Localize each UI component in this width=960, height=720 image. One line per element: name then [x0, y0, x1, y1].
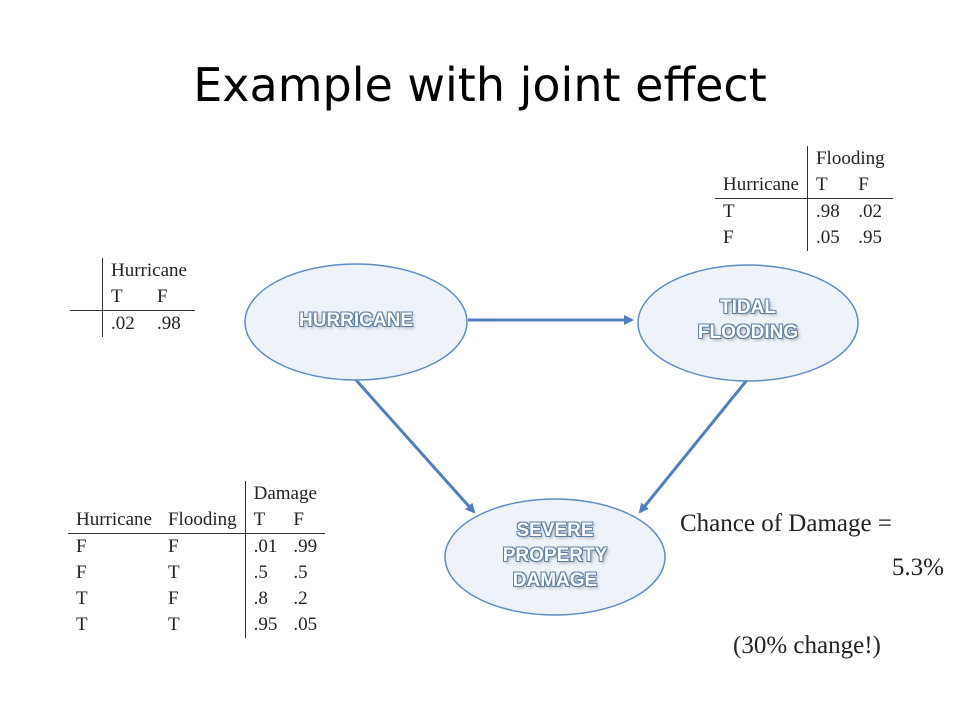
prob-cell: .5	[244, 560, 286, 586]
given-cell: F	[167, 588, 179, 609]
prob-cell: .95	[244, 612, 286, 638]
parent-label: Hurricane	[76, 509, 152, 530]
prob-cell: .05	[293, 614, 318, 635]
col-label: F	[157, 286, 168, 307]
result-label: Chance of Damage =	[680, 510, 892, 537]
col-label: T	[806, 172, 851, 199]
given-cell: T	[167, 562, 180, 583]
parent-label: Flooding	[167, 509, 237, 530]
prob-cell: .2	[293, 588, 308, 609]
prob-cell: .98	[149, 310, 195, 337]
slide-title: Example with joint effect	[193, 58, 767, 112]
prob-cell: .05	[806, 225, 851, 251]
prob-cell: .01	[244, 533, 286, 560]
prob-cell: .99	[285, 533, 326, 560]
given-cell: T	[76, 588, 88, 609]
given-cell: F	[68, 533, 160, 560]
cpt-header: Flooding	[806, 146, 893, 172]
given-cell: F	[76, 562, 87, 583]
given-cell: T	[76, 614, 88, 635]
node-severe-property-damage-label: SEVERE PROPERTY DAMAGE	[502, 520, 608, 591]
cpt-header: Damage	[244, 481, 326, 507]
edge-hurricane-to-damage	[354, 379, 476, 514]
node-hurricane	[244, 263, 468, 381]
given-cell: T	[715, 198, 808, 225]
result-value: 5.3%	[891, 554, 944, 581]
node-tidal-flooding-label: TIDAL FLOODING	[697, 297, 799, 343]
prob-cell: .8	[244, 586, 286, 612]
prob-cell: .02	[102, 310, 150, 337]
node-tidal-flooding	[637, 264, 859, 382]
prob-cell: .5	[293, 562, 308, 583]
parent-label: Hurricane	[723, 174, 799, 195]
col-label: F	[293, 509, 304, 530]
node-severe-property-damage	[444, 498, 666, 616]
col-label: T	[102, 284, 150, 311]
node-hurricane-label: HURRICANE	[299, 310, 413, 331]
given-cell: F	[159, 533, 246, 560]
cpt-header: Hurricane	[101, 258, 195, 284]
col-label: T	[244, 507, 286, 534]
col-label: F	[858, 174, 869, 195]
prob-cell: .95	[858, 227, 883, 248]
result-note: (30% change!)	[733, 632, 881, 659]
given-cell: F	[723, 227, 734, 248]
prob-cell: .98	[806, 198, 851, 225]
prob-cell: .02	[850, 198, 893, 225]
given-cell: T	[167, 614, 180, 635]
edge-flooding-to-damage	[638, 379, 749, 514]
